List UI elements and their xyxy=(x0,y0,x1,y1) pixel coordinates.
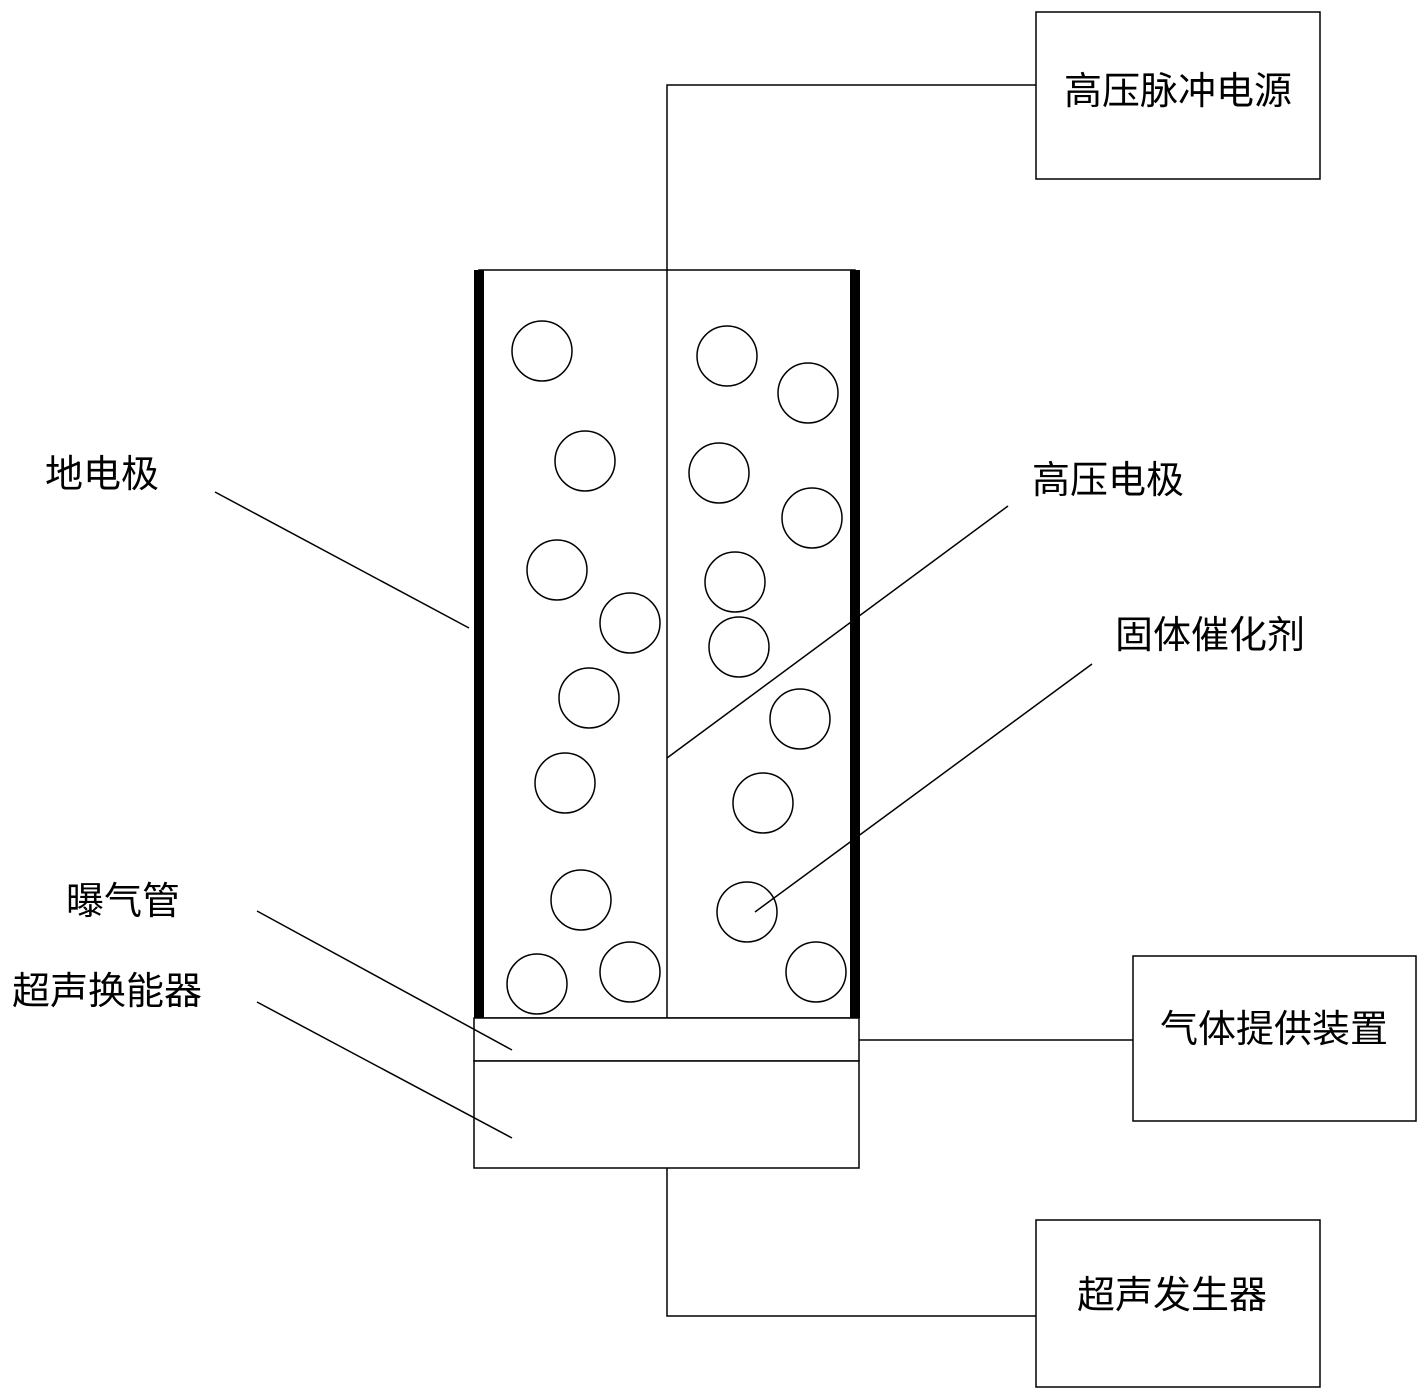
catalyst-particle xyxy=(785,941,847,1003)
catalyst-particle xyxy=(599,941,661,1003)
power-supply-box xyxy=(1035,11,1321,180)
hv-electrode-label: 高压电极 xyxy=(1032,458,1184,502)
ground-electrode-right xyxy=(850,270,860,1018)
ground-electrode-leader xyxy=(214,491,470,629)
power-supply-label: 高压脉冲电源 xyxy=(1064,69,1292,113)
catalyst-particle xyxy=(526,539,588,601)
solid-catalyst-leader xyxy=(754,663,1093,913)
ultrasonic-generator-wire xyxy=(666,1168,1036,1317)
catalyst-particle xyxy=(511,320,573,382)
ultrasonic-generator-box xyxy=(1035,1219,1321,1388)
catalyst-particle xyxy=(704,551,766,613)
catalyst-particle xyxy=(732,772,794,834)
catalyst-particle xyxy=(769,688,831,750)
catalyst-particle xyxy=(708,616,770,678)
aeration-tube xyxy=(473,1017,860,1062)
hv-electrode-leader xyxy=(666,505,1009,759)
catalyst-particle xyxy=(781,487,843,549)
aeration-tube-label: 曝气管 xyxy=(66,879,180,923)
ultrasonic-transducer xyxy=(473,1060,860,1169)
catalyst-particle xyxy=(550,869,612,931)
catalyst-particle xyxy=(554,430,616,492)
ground-electrode-left xyxy=(474,270,484,1018)
catalyst-particle xyxy=(558,667,620,729)
gas-supply-box xyxy=(1132,955,1417,1122)
catalyst-particle xyxy=(716,881,778,943)
catalyst-particle xyxy=(506,953,568,1015)
ultrasonic-generator-label: 超声发生器 xyxy=(1077,1273,1267,1317)
ultrasonic-transducer-leader xyxy=(256,1001,513,1139)
catalyst-particle xyxy=(534,752,596,814)
aeration-tube-leader xyxy=(256,910,513,1051)
gas-supply-label: 气体提供装置 xyxy=(1160,1007,1388,1051)
catalyst-particles xyxy=(506,320,847,1015)
catalyst-particle xyxy=(777,362,839,424)
ultrasonic-transducer-label: 超声换能器 xyxy=(12,969,202,1013)
catalyst-particle xyxy=(696,325,758,387)
catalyst-particle xyxy=(688,442,750,504)
ground-electrode-label: 地电极 xyxy=(45,452,159,496)
solid-catalyst-label: 固体催化剂 xyxy=(1115,613,1305,657)
catalyst-particle xyxy=(599,592,661,654)
power-supply-wire xyxy=(666,84,1036,270)
